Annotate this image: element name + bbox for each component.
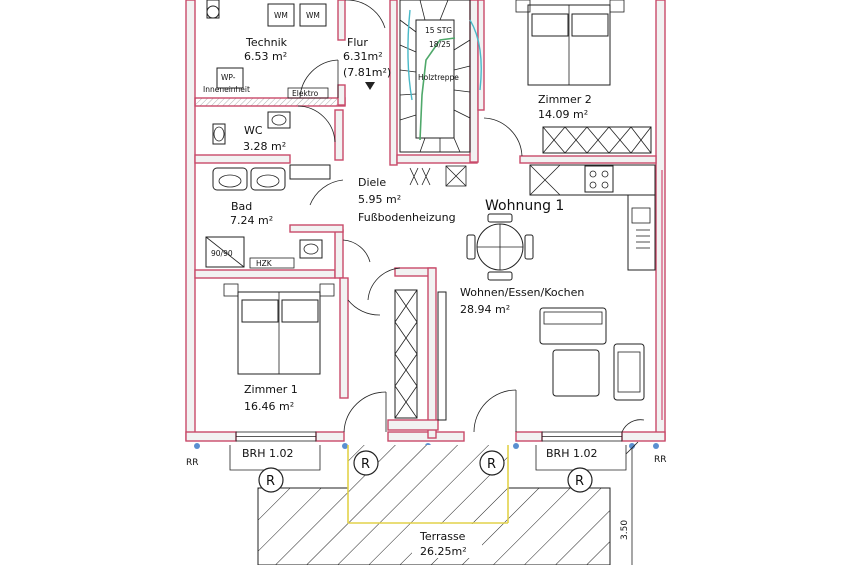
wohnung-title: Wohnung 1 (485, 198, 564, 214)
wp-label: WP- (221, 73, 236, 82)
svg-text:R: R (361, 457, 370, 472)
flur-area-2: (7.81m²) (343, 66, 391, 79)
wm-label-1: WM (274, 11, 288, 20)
zimmer1-area: 16.46 m² (244, 400, 294, 413)
flur-area: 6.31m² (343, 50, 383, 63)
svg-text:R: R (266, 474, 275, 489)
inneneinheit-label: Inneneinheit (203, 85, 250, 94)
r-symbol-4: R (567, 467, 593, 493)
technik-name: Technik (245, 36, 288, 49)
wc-area: 3.28 m² (243, 140, 286, 153)
zimmer2-name: Zimmer 2 (538, 93, 592, 106)
technik-area: 6.53 m² (244, 50, 287, 63)
diele-name: Diele (358, 176, 386, 189)
bad-area: 7.24 m² (230, 214, 273, 227)
hzk-label: HZK (256, 259, 273, 268)
r-symbol-1: R (353, 450, 379, 476)
wc-name: WC (244, 124, 263, 137)
flur-name: Flur (347, 36, 368, 49)
svg-text:R: R (487, 457, 496, 472)
terrasse-area: 26.25m² (420, 545, 467, 558)
closet (394, 289, 447, 421)
entrance-arrow-icon (365, 82, 375, 90)
wc-room: WC 3.28 m² (212, 105, 336, 153)
shower-label: 90/90 (211, 249, 233, 258)
wm-label-2: WM (306, 11, 320, 20)
bad-room: Bad 7.24 m² 90/90 HZK (205, 164, 344, 269)
terrace-area: RR RR RR BRH 1.02 BRH 1.02 Terrasse 26.2… (186, 441, 667, 565)
brh-right: BRH 1.02 (546, 447, 597, 460)
wohnen-area: 28.94 m² (460, 303, 510, 316)
r-symbol-3: R (258, 467, 284, 493)
wohnen-name: Wohnen/Essen/Kochen (460, 286, 584, 299)
diele-area: 5.95 m² (358, 193, 401, 206)
diele-note: Fußbodenheizung (358, 211, 456, 224)
wohnen-room: Wohnung 1 Wohnen/Essen/Kochen 28.94 m² (460, 164, 663, 433)
zimmer2-area: 14.09 m² (538, 108, 588, 121)
diele-room: Diele 5.95 m² Fußbodenheizung (342, 176, 456, 316)
terrasse-name: Terrasse (419, 530, 466, 543)
brh-left: BRH 1.02 (242, 447, 293, 460)
zimmer1-name: Zimmer 1 (244, 383, 298, 396)
rr-label-3: RR (654, 455, 667, 465)
staircase: 15 STG 18/25 Holztreppe (399, 0, 482, 187)
stair-dimension: 18/25 (429, 40, 451, 49)
outer-walls (185, 0, 666, 442)
bad-name: Bad (231, 200, 252, 213)
zimmer1-room: Zimmer 1 16.46 m² (223, 283, 387, 433)
technik-room: WM WM Technik 6.53 m² WP- Inneneinheit E… (203, 0, 339, 99)
dimension-350: 3.50 (620, 520, 630, 540)
stair-count: 15 STG (425, 26, 452, 35)
svg-text:R: R (575, 474, 584, 489)
zimmer2-room: Zimmer 2 14.09 m² (483, 0, 657, 164)
flur-room: Flur 6.31m² (7.81m²) (343, 0, 391, 90)
elektro-label: Elektro (292, 89, 319, 98)
rr-label-1: RR (186, 458, 199, 468)
r-symbol-2: R (479, 450, 505, 476)
holztreppe-label: Holztreppe (418, 73, 459, 82)
